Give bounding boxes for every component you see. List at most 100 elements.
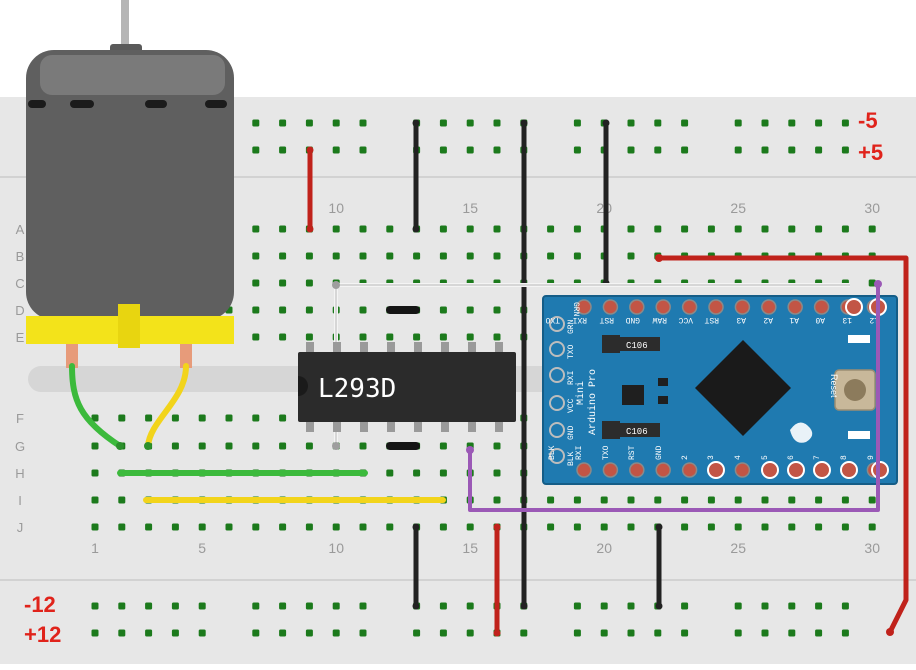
terminal-hole: [734, 225, 742, 233]
arduino-pin-label: A1: [789, 315, 799, 324]
terminal-hole: [145, 414, 153, 422]
wire-black-gnd4-end: [655, 602, 663, 610]
wire-red-vin-end: [655, 254, 663, 262]
rail-hole: [788, 119, 796, 127]
terminal-hole: [573, 252, 581, 260]
arduino-side-label: GND: [567, 425, 576, 440]
terminal-hole: [198, 442, 206, 450]
terminal-hole: [547, 225, 555, 233]
rail-hole: [761, 119, 769, 127]
terminal-hole: [761, 225, 769, 233]
arduino-pad: [681, 462, 698, 478]
arduino-pin-label: 12: [869, 315, 879, 324]
rail-hole: [439, 602, 447, 610]
arduino-side-label: BLK: [567, 451, 576, 466]
rail-hole: [815, 629, 823, 637]
terminal-hole: [252, 414, 260, 422]
terminal-hole: [332, 225, 340, 233]
row-letter-label: J: [17, 520, 24, 535]
arduino-pin-label: 13: [842, 315, 852, 324]
ic-pin: [387, 342, 395, 354]
ic-pin: [414, 342, 422, 354]
terminal-hole: [279, 333, 287, 341]
dc-motor: [26, 0, 234, 368]
terminal-hole: [466, 225, 474, 233]
motor-base-tab: [118, 304, 140, 348]
rail-hole: [815, 119, 823, 127]
terminal-hole: [734, 496, 742, 504]
motor-highlight: [40, 55, 225, 95]
rail-hole: [118, 629, 126, 637]
terminal-hole: [413, 333, 421, 341]
wire-black-gnd3-end: [412, 602, 420, 610]
wire-black-gnd-end: [412, 225, 420, 233]
arduino-pad: [629, 299, 645, 315]
terminal-hole: [305, 442, 313, 450]
wire-black-long-end: [520, 119, 528, 127]
terminal-hole: [198, 523, 206, 531]
rail-hole: [359, 602, 367, 610]
arduino-pin-label: RST: [704, 315, 719, 324]
motor-terminal: [66, 344, 78, 368]
ic-pin: [414, 420, 422, 432]
wire-red-12v-end: [493, 629, 501, 637]
arduino-capacitor: [602, 421, 620, 439]
terminal-hole: [707, 496, 715, 504]
arduino-side-label: TXO: [567, 344, 576, 359]
ic-body: [298, 352, 516, 422]
arduino-side-label: RXI: [567, 371, 576, 385]
arduino-pin-label: RXI: [575, 446, 584, 460]
arduino-pin-label: A2: [763, 315, 773, 324]
terminal-hole: [439, 442, 447, 450]
terminal-hole: [681, 496, 689, 504]
arduino-pad: [813, 299, 830, 315]
rail-hole: [466, 146, 474, 154]
rail-hole: [681, 146, 689, 154]
motor-lead-end: [144, 442, 152, 450]
motor-slot: [28, 100, 46, 108]
motor-slot: [70, 100, 94, 108]
terminal-hole: [359, 252, 367, 260]
arduino-pad: [655, 462, 671, 478]
arduino-smd: [848, 335, 870, 343]
rail-hole: [413, 629, 421, 637]
rail-hole: [815, 146, 823, 154]
terminal-hole: [439, 306, 447, 314]
ic-pin: [495, 342, 503, 354]
wire-black-gnd3-end: [412, 523, 420, 531]
rail-hole: [788, 629, 796, 637]
rail-hole: [359, 119, 367, 127]
terminal-hole: [788, 496, 796, 504]
terminal-hole: [252, 252, 260, 260]
rail-hole: [198, 629, 206, 637]
terminal-hole: [573, 496, 581, 504]
terminal-hole: [91, 523, 99, 531]
rail-hole: [600, 602, 608, 610]
terminal-hole: [279, 225, 287, 233]
terminal-hole: [439, 523, 447, 531]
terminal-hole: [171, 442, 179, 450]
rail-hole: [359, 146, 367, 154]
terminal-hole: [91, 414, 99, 422]
wire-purple-end: [874, 280, 882, 288]
terminal-hole: [788, 523, 796, 531]
terminal-hole: [279, 414, 287, 422]
rail-hole: [841, 119, 849, 127]
rail-hole: [734, 629, 742, 637]
rail-hole: [627, 146, 635, 154]
arduino-pin-label: TXO: [602, 445, 611, 460]
terminal-hole: [171, 414, 179, 422]
ic-pin: [360, 420, 368, 432]
terminal-hole: [707, 523, 715, 531]
terminal-hole: [439, 333, 447, 341]
row-letter-label: I: [18, 493, 22, 508]
ic-pin: [441, 420, 449, 432]
terminal-hole: [815, 496, 823, 504]
wire-black-gnd4-end: [655, 523, 663, 531]
rail-hole: [681, 119, 689, 127]
arduino-logo-icon: [790, 422, 813, 443]
column-number-label: 20: [596, 540, 612, 556]
wire-white-end: [332, 281, 340, 289]
ic-pin: [468, 420, 476, 432]
arduino-pad: [549, 341, 565, 357]
